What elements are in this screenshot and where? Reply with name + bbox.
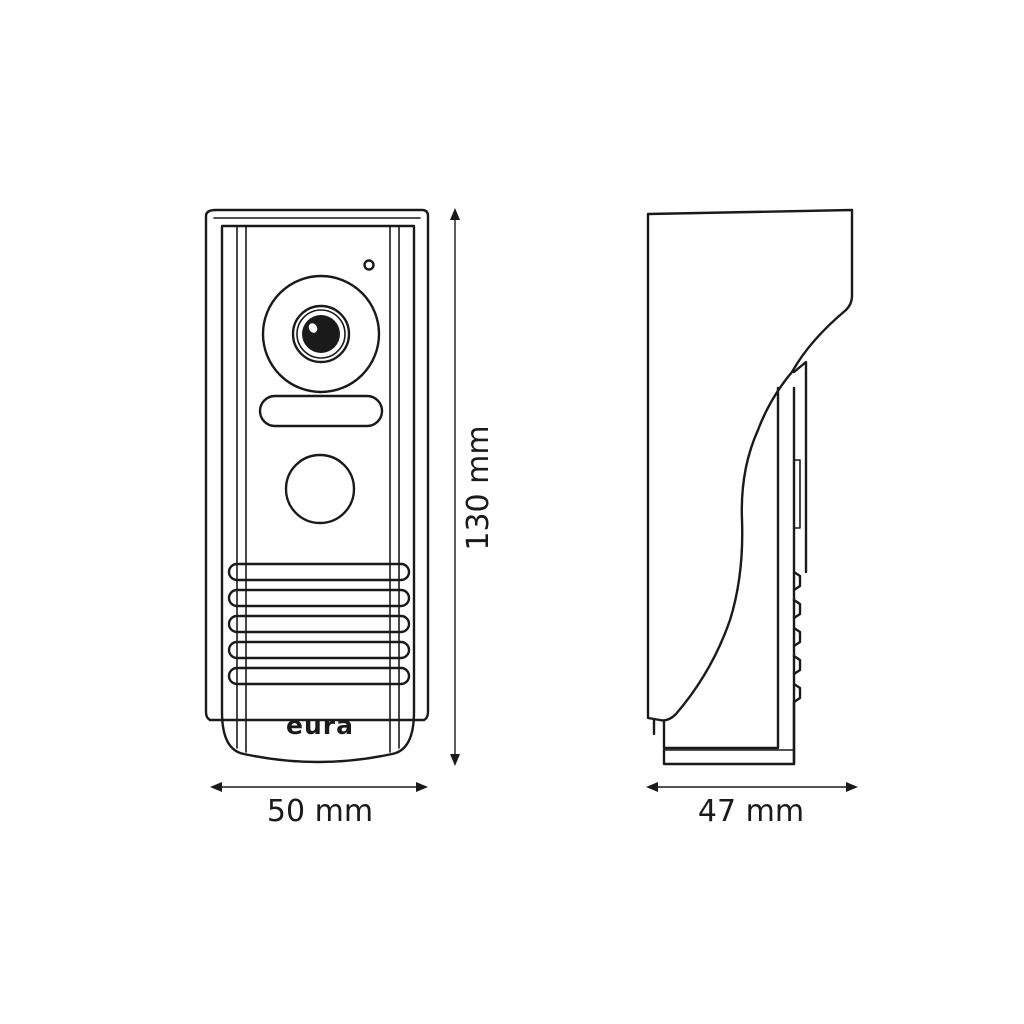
arrow-up-icon	[450, 208, 460, 220]
depth-label: 47 mm	[698, 794, 804, 829]
grille-slot	[227, 666, 411, 686]
arrow-down-icon	[450, 754, 460, 766]
arrow-left-icon	[210, 782, 222, 792]
camera-lens-ring-inner	[296, 309, 346, 359]
call-button	[284, 453, 356, 525]
side-hood-profile	[646, 208, 854, 722]
speaker-grille	[227, 562, 411, 686]
side-wall-plate	[792, 360, 808, 574]
depth-dimension: 47 mm	[646, 782, 858, 829]
side-back-plate	[662, 386, 780, 750]
camera-lens-glint	[308, 323, 318, 333]
width-dimension: 50 mm	[210, 782, 428, 829]
side-back-plate-bottom	[662, 386, 796, 766]
height-label: 130 mm	[461, 425, 496, 550]
grille-slot	[227, 614, 411, 634]
front-housing-outline	[204, 208, 430, 722]
grille-slot	[227, 640, 411, 660]
name-plate	[258, 394, 384, 428]
front-view: eura	[204, 208, 430, 764]
brand-logo: eura	[286, 711, 354, 740]
arrow-right-icon	[846, 782, 858, 792]
grille-slot	[227, 562, 411, 582]
grille-slot	[227, 588, 411, 608]
arrow-right-icon	[416, 782, 428, 792]
camera-housing	[261, 274, 381, 394]
side-grille-teeth	[792, 570, 802, 704]
front-panel-outline	[220, 224, 416, 764]
side-view	[646, 208, 854, 766]
height-dimension: 130 mm	[450, 208, 496, 766]
width-label: 50 mm	[267, 794, 373, 829]
side-bump	[793, 459, 801, 529]
led-indicator	[363, 259, 375, 271]
camera-lens-icon	[302, 315, 340, 353]
camera-lens-ring-outer	[291, 304, 351, 364]
arrow-left-icon	[646, 782, 658, 792]
